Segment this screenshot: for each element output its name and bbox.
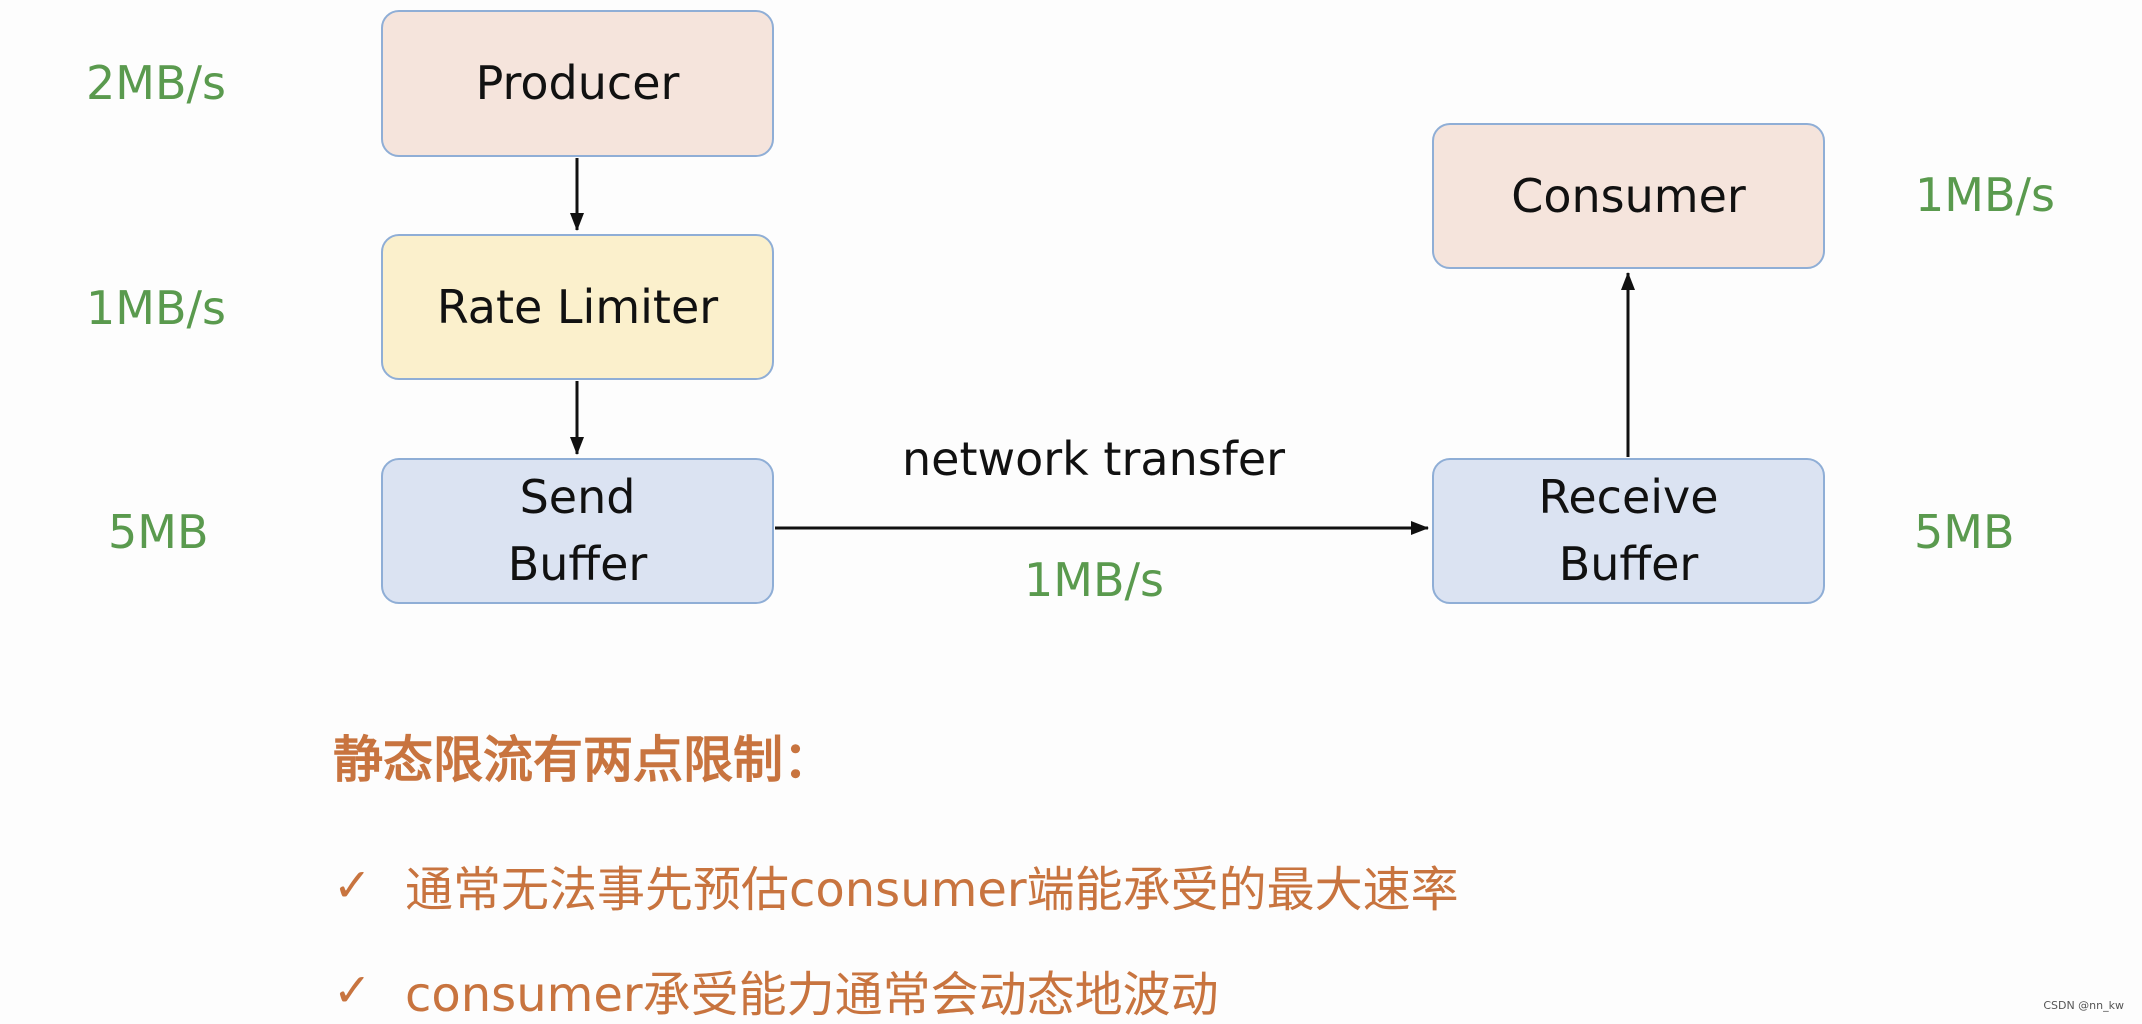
network-transfer-label: network transfer: [902, 432, 1286, 486]
producer-node-label: Producer: [475, 56, 680, 111]
rate-limiter-node: Rate Limiter: [381, 234, 774, 380]
check-icon: ✓: [333, 858, 372, 912]
notes-item-2-text: consumer承受能力通常会动态地波动: [405, 967, 1219, 1023]
rate-limiter-node-label: Rate Limiter: [436, 279, 719, 334]
receive-buffer-node: Receive Buffer: [1432, 458, 1825, 604]
receive-buffer-node-label: Receive Buffer: [1538, 470, 1719, 591]
send-buffer-node: Send Buffer: [381, 458, 774, 604]
producer-node: Producer: [381, 10, 774, 157]
producer-rate-label: 2MB/s: [86, 56, 226, 110]
consumer-node: Consumer: [1432, 123, 1825, 269]
rate-limiter-rate-label: 1MB/s: [86, 281, 226, 335]
notes-item-1-text: 通常无法事先预估consumer端能承受的最大速率: [405, 862, 1459, 918]
send-buffer-node-label: Send Buffer: [507, 470, 648, 591]
notes-heading: 静态限流有两点限制：: [333, 731, 833, 789]
consumer-node-label: Consumer: [1511, 168, 1746, 223]
watermark: CSDN @nn_kw: [2043, 999, 2124, 1012]
network-rate-label: 1MB/s: [1024, 553, 1164, 607]
consumer-rate-label: 1MB/s: [1915, 168, 2055, 222]
send-buffer-size-label: 5MB: [108, 505, 209, 559]
notes-item-1: ✓ 通常无法事先预估consumer端能承受的最大速率: [333, 850, 1459, 920]
check-icon: ✓: [333, 963, 372, 1017]
receive-buffer-size-label: 5MB: [1914, 505, 2015, 559]
notes-item-2: ✓ consumer承受能力通常会动态地波动: [333, 955, 1219, 1024]
